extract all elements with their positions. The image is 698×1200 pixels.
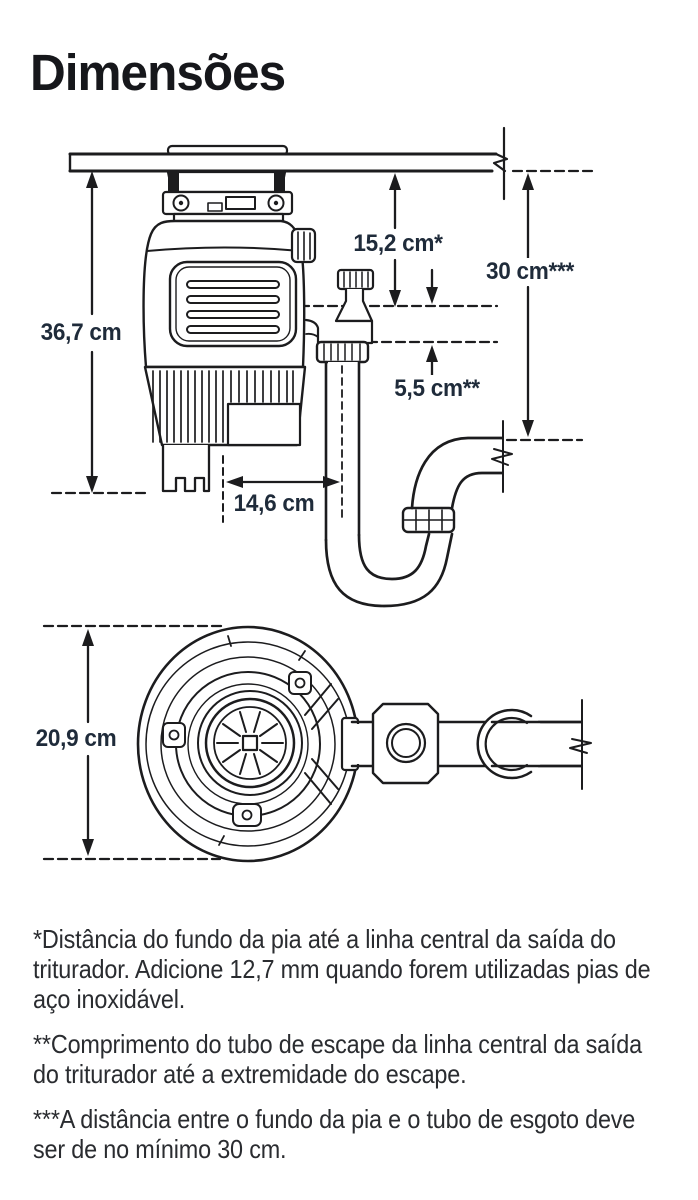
top-view-drawing xyxy=(42,624,592,863)
dim-146-arrow xyxy=(226,476,340,488)
side-view-drawing xyxy=(50,126,594,608)
p-trap-inner xyxy=(357,532,431,581)
dim-209-arrow xyxy=(82,629,94,856)
drain-break-zigzag xyxy=(491,448,513,466)
discharge-funnel xyxy=(334,287,374,323)
mount-ear-top xyxy=(288,671,312,695)
mount-ear-left xyxy=(162,722,186,748)
grinder-hub xyxy=(241,734,259,752)
pipe-break-zigzag xyxy=(569,738,592,754)
dim-55-arrows xyxy=(426,268,438,381)
pipe-fitting-octagon xyxy=(371,702,440,785)
footnote-1: *Distância do fundo da pia até a linha c… xyxy=(33,924,651,1014)
page-title: Dimensões xyxy=(30,44,286,101)
footnote-2: **Comprimento do tubo de escape da linha… xyxy=(33,1029,642,1089)
dimension-label-total-height: 36,7 cm xyxy=(35,319,127,347)
counter-break-zigzag xyxy=(492,152,509,173)
p-trap-outer xyxy=(324,532,454,608)
mount-ear-bottom xyxy=(232,803,262,827)
dim-152-arrow xyxy=(389,173,401,307)
pipe-coupling-nut xyxy=(476,708,533,780)
outlet-boss xyxy=(340,716,360,772)
dim-30-arrow xyxy=(522,173,534,437)
bottom-tail xyxy=(161,443,211,493)
dimension-label-center-offset: 14,6 cm xyxy=(228,490,320,518)
discharge-elbow xyxy=(304,318,374,345)
dimension-label-escape-length: 5,5 cm** xyxy=(389,375,485,403)
mount-gasket xyxy=(166,170,287,194)
footnotes: *Distância do fundo da pia até a linha c… xyxy=(33,924,698,1179)
grinder-spokes xyxy=(216,711,284,775)
dimension-label-diameter: 20,9 cm xyxy=(30,725,122,753)
dim-367-arrow xyxy=(86,171,98,493)
footnote-3: ***A distância entre o fundo da pia e o … xyxy=(33,1104,636,1164)
discharge-tube xyxy=(324,360,361,542)
dimension-label-sink-to-outlet: 15,2 cm* xyxy=(348,230,448,258)
dimension-label-sink-to-drain: 30 cm*** xyxy=(481,258,579,286)
splash-guard-ring xyxy=(197,690,303,796)
